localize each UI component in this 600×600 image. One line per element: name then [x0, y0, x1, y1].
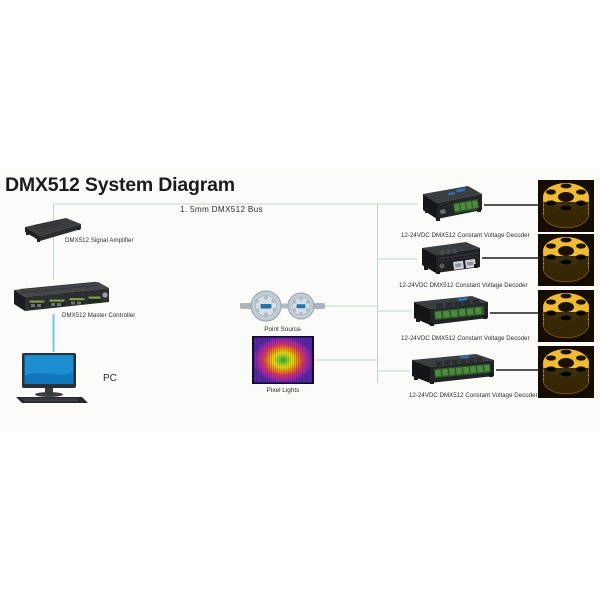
led-strip-reel-4 [538, 346, 594, 398]
dmx512-signal-amplifier[interactable] [22, 214, 84, 244]
pixel-lights-label: Pixel Lights [266, 387, 300, 394]
led-strip-reel-1 [538, 180, 594, 232]
bus-label: 1. 5mm DMX512 Bus [180, 205, 263, 214]
dmx512-decoder-2[interactable] [420, 240, 482, 275]
dmx512-decoder-4[interactable] [410, 352, 496, 385]
decoder-3-label: 12-24VDC DMX512 Constant Voltage Decoder [401, 335, 530, 342]
decoder-1-label: 12-24VDC DMX512 Constant Voltage Decoder [401, 232, 530, 239]
amplifier-label: DMX512 Signal Amplifier [65, 237, 134, 244]
decoder-4-label: 12-24VDC DMX512 Constant Voltage Decoder [409, 392, 538, 399]
dmx512-master-controller[interactable] [10, 280, 110, 314]
dmx512-decoder-1[interactable] [420, 184, 484, 222]
point-source-fixture[interactable] [240, 290, 325, 324]
pc-workstation[interactable] [14, 352, 94, 404]
page-title: DMX512 System Diagram [5, 174, 235, 196]
diagram-board: DMX512 System Diagram [0, 168, 600, 432]
decoder-2-label: 12-24VDC DMX512 Constant Voltage Decoder [399, 282, 528, 289]
pixel-lights-panel[interactable] [251, 335, 315, 385]
dmx512-decoder-3[interactable] [412, 294, 490, 327]
point-source-label: Point Source [264, 326, 301, 333]
master-controller-label: DMX512 Master Controller [62, 312, 136, 319]
led-strip-reel-3 [538, 290, 594, 342]
led-strip-reel-2 [538, 234, 594, 286]
pc-label: PC [103, 373, 117, 384]
